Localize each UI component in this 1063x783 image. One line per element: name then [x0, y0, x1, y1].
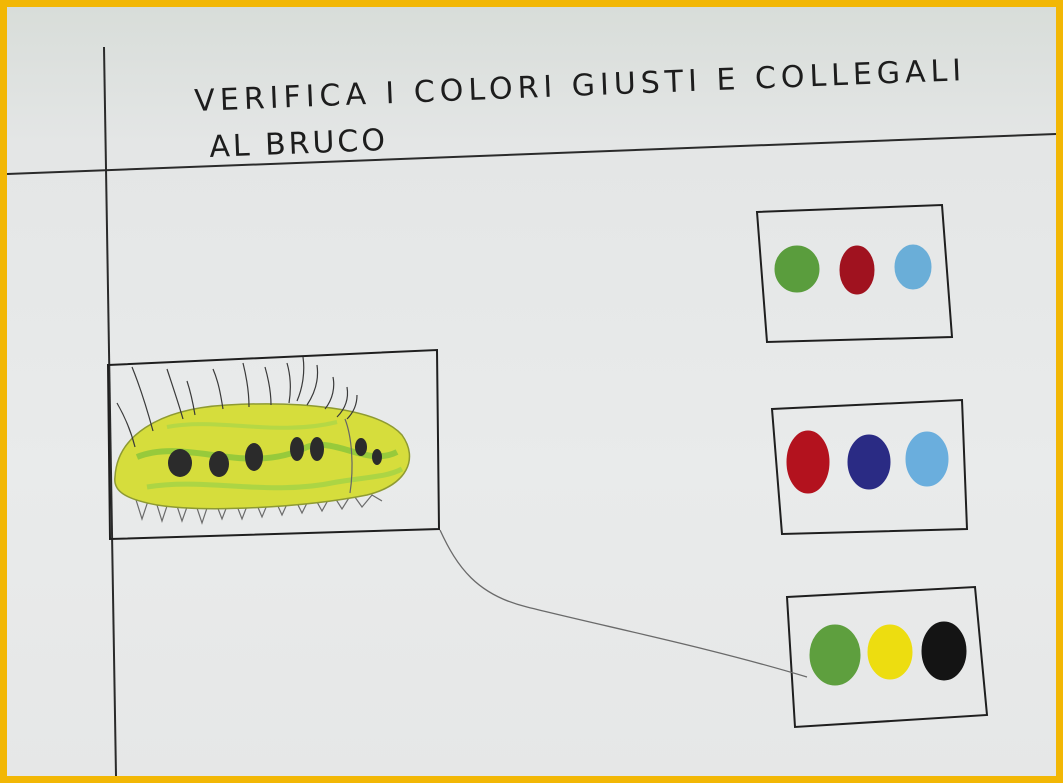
palette-2-dot-darkblue — [847, 434, 891, 490]
connection-line — [439, 529, 808, 678]
title-line-2: AL BRUCO — [208, 122, 389, 165]
header-divider-line — [7, 133, 1056, 175]
worksheet-drawing — [7, 46, 1056, 776]
palette-1-dot-red — [839, 245, 875, 295]
palette-box-2[interactable] — [770, 398, 969, 536]
palette-3-dot-black — [921, 621, 967, 681]
palette-2-dot-red — [786, 430, 830, 494]
vertical-margin-line — [103, 46, 117, 776]
caterpillar-box[interactable] — [106, 348, 441, 541]
palette-1-dot-green — [774, 245, 820, 293]
palette-3-dot-yellow — [867, 624, 913, 680]
palette-box-3[interactable] — [785, 585, 989, 729]
caterpillar-hairs — [116, 356, 358, 448]
palette-2-dot-lightblue — [905, 431, 949, 487]
palette-3-dot-green — [809, 624, 861, 686]
palette-1-dot-lightblue — [894, 244, 932, 290]
palette-box-1[interactable] — [755, 203, 954, 344]
caterpillar-spots — [168, 437, 382, 477]
